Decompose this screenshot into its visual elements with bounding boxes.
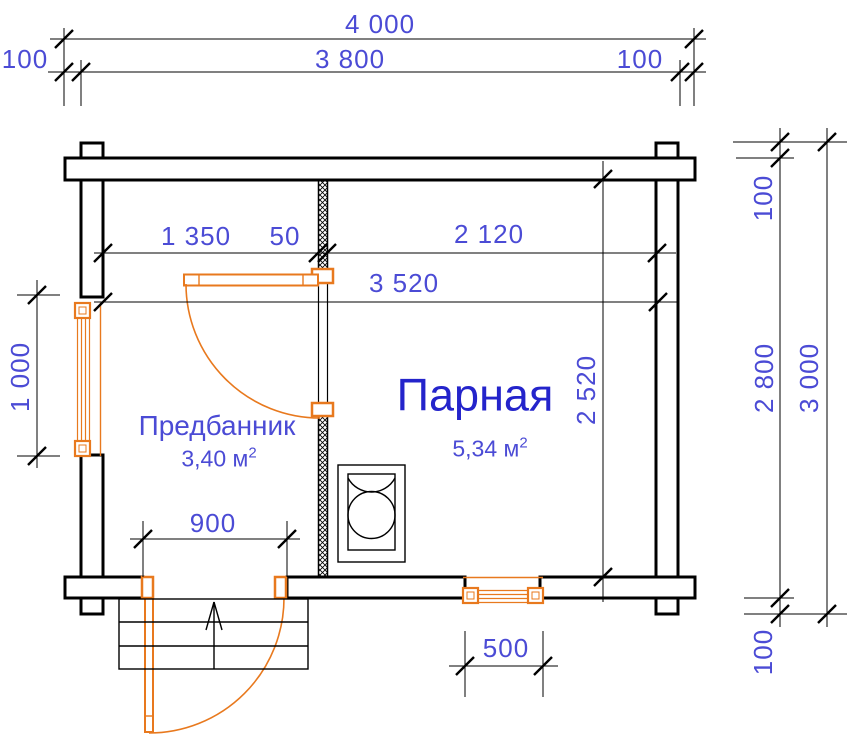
- top-wall: [63, 156, 697, 182]
- stair-up-arrow: [205, 601, 215, 631]
- room-name-anteroom: Предбанник: [138, 410, 296, 441]
- room-name-steam: Парная: [396, 369, 554, 421]
- dimension-ticks: [27, 29, 837, 676]
- interior-door-leaf: [183, 273, 319, 287]
- stove-circle: [347, 490, 396, 540]
- room-area-anteroom: 3,40 м2: [181, 444, 257, 472]
- window-left: [73, 301, 102, 458]
- log-stub-bottom-left: [79, 595, 105, 616]
- left-wall-upper: [79, 178, 105, 299]
- stove-symbol: [337, 464, 406, 563]
- dim-interior-width-label: 3 520: [368, 268, 440, 298]
- dim-entrance-door-label: 900: [189, 508, 237, 538]
- dim-margin-left-label: 100: [1, 44, 49, 74]
- window-bottom: [461, 576, 545, 605]
- log-stub-bottom-right: [654, 595, 680, 616]
- dim-overall-width-label: 4 000: [344, 9, 416, 39]
- entrance-door-jamb-left: [140, 575, 155, 600]
- left-wall-lower: [79, 453, 105, 579]
- window-left-pad-top: [73, 301, 92, 320]
- entrance-door-swing-arc: [148, 597, 285, 734]
- interior-door: [183, 267, 335, 419]
- partition-door-opening: [317, 271, 329, 416]
- stairs-symbol: [118, 598, 309, 670]
- entrance-door-jamb-right: [273, 575, 288, 600]
- window-bottom-pad-left: [461, 586, 480, 605]
- stair-up-arrow: [213, 601, 223, 631]
- dim-bottom-window-label: 500: [482, 633, 530, 663]
- window-left-pad-top-inner: [78, 306, 87, 315]
- window-bottom-pad-right: [526, 586, 545, 605]
- entrance-door-leaf: [144, 597, 154, 733]
- dim-wall-width-label: 3 800: [314, 44, 386, 74]
- partition-lower: [317, 414, 329, 578]
- dimension-lines: [17, 28, 847, 697]
- dim-steam-width-label: 2 120: [453, 219, 525, 249]
- right-wall: [654, 178, 680, 579]
- window-left-pad-bottom-inner: [78, 444, 87, 453]
- window-bottom-pad-left-inner: [466, 591, 475, 600]
- dim-right-margin-top-label: 100: [748, 174, 778, 222]
- room-area-steam: 5,34 м2: [452, 434, 528, 462]
- bottom-wall-left: [63, 575, 145, 600]
- bottom-wall-middle: [285, 575, 467, 600]
- window-bottom-pad-right-inner: [531, 591, 540, 600]
- dim-left-window-label: 1 000: [5, 341, 35, 413]
- partition-wall: [317, 179, 329, 578]
- entrance-door: [140, 575, 288, 734]
- dim-right-margin-bottom-label: 100: [748, 628, 778, 676]
- dim-overall-height-label: 3 000: [794, 342, 824, 414]
- dim-partition-label: 50: [269, 221, 301, 251]
- bottom-wall-right: [538, 575, 697, 600]
- interior-door-swing-arc: [185, 283, 321, 419]
- dim-anteroom-width-label: 1 350: [160, 221, 232, 251]
- log-walls: [63, 141, 697, 616]
- stove-arc: [347, 477, 396, 493]
- stove-outer: [337, 464, 406, 563]
- dim-interior-depth-label: 2 520: [571, 354, 601, 426]
- window-left-pad-bottom: [73, 439, 92, 458]
- dim-margin-right-label: 100: [616, 44, 664, 74]
- interior-door-jamb-bottom: [310, 401, 335, 418]
- dim-wall-height-label: 2 800: [749, 342, 779, 414]
